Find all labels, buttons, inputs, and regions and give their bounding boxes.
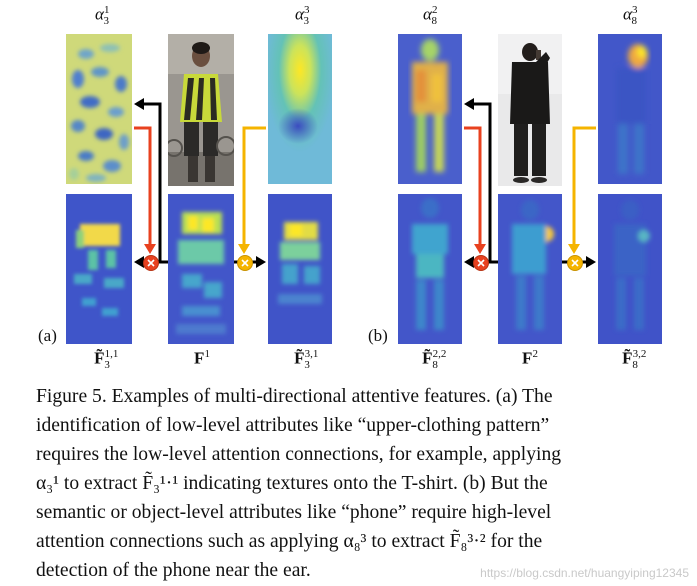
figure-caption: Figure 5. Examples of multi-directional … xyxy=(36,382,686,585)
feature-map-F8-22 xyxy=(398,194,462,344)
panel-b-arrows xyxy=(464,98,596,268)
attention-map-alpha-8-3 xyxy=(598,34,662,184)
label-F8-22: F̃2,28 xyxy=(422,348,447,372)
multiply-yellow-icon xyxy=(567,255,583,271)
attention-map-alpha-3-3 xyxy=(268,34,332,184)
watermark: https://blog.csdn.net/huangyiping12345 xyxy=(480,566,689,580)
feature-map-F2 xyxy=(498,194,562,344)
label-alpha-3-3: α33 xyxy=(295,4,310,28)
person-photo-2 xyxy=(498,34,562,186)
feature-map-F8-32 xyxy=(598,194,662,344)
panel-b-letter: (b) xyxy=(368,326,388,345)
figure-5: α13 α33 xyxy=(38,4,662,372)
feature-map-F3-11 xyxy=(66,194,132,344)
caption-line: α₃¹ to extract F̃₃¹·¹ indicating texture… xyxy=(36,473,548,494)
label-F3-11: F̃1,13 xyxy=(94,348,119,372)
caption-line: Figure 5. Examples of multi-directional … xyxy=(36,386,553,407)
label-alpha-8-2: α28 xyxy=(423,4,438,28)
label-alpha-8-3: α38 xyxy=(623,4,638,28)
label-F3-31: F̃3,13 xyxy=(294,348,319,372)
caption-line: semantic or object-level attributes like… xyxy=(36,502,552,523)
multiply-red-icon xyxy=(473,255,489,271)
label-F2: F2 xyxy=(522,348,538,368)
multiply-yellow-icon xyxy=(237,255,253,271)
multiply-red-icon xyxy=(143,255,159,271)
caption-line: detection of the phone near the ear. xyxy=(36,560,311,581)
caption-line: identification of low-level attributes l… xyxy=(36,415,550,436)
feature-map-F1 xyxy=(168,194,234,344)
label-alpha-3-1: α13 xyxy=(95,4,110,28)
attention-map-alpha-8-2 xyxy=(398,34,462,184)
label-F8-32: F̃3,28 xyxy=(622,348,647,372)
caption-line: attention connections such as applying α… xyxy=(36,531,543,552)
caption-line: requires the low-level attention connect… xyxy=(36,444,562,465)
person-photo-1 xyxy=(168,34,234,186)
label-F1: F1 xyxy=(194,348,210,368)
attention-map-alpha-3-1 xyxy=(66,34,132,184)
feature-map-F3-31 xyxy=(268,194,332,344)
panel-a-letter: (a) xyxy=(38,326,57,345)
